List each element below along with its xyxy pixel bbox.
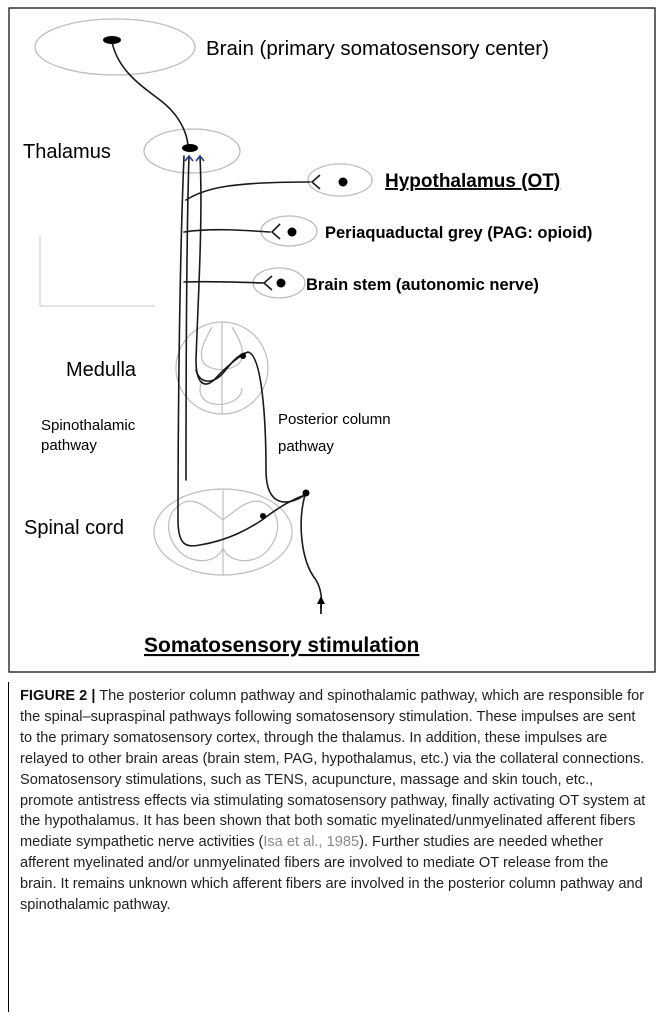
- spinal-cord-section: [154, 489, 292, 575]
- caption-text-main: The posterior column pathway and spinoth…: [20, 688, 645, 850]
- spinal-cord-label: Spinal cord: [24, 517, 124, 539]
- posterior-label-line2: pathway: [278, 438, 334, 455]
- figure-frame: [9, 8, 655, 672]
- spinothalamic-label-line2: pathway: [41, 437, 97, 454]
- figure-caption: FIGURE 2 | The posterior column pathway …: [20, 686, 648, 916]
- thalamus-label: Thalamus: [23, 141, 111, 163]
- stimulation-arrow: [317, 596, 325, 614]
- pathway-diagram: Brain (primary somatosensory center) Tha…: [0, 0, 657, 680]
- posterior-label-line1: Posterior column: [278, 411, 391, 428]
- spinothalamic-label-line1: Spinothalamic: [41, 417, 136, 434]
- brain-label: Brain (primary somatosensory center): [206, 37, 549, 60]
- synapse-endings: [185, 156, 320, 290]
- brain-ellipse: [35, 19, 195, 75]
- medulla-section: [176, 322, 268, 414]
- figure-label: FIGURE 2 |: [20, 688, 95, 704]
- medulla-label: Medulla: [66, 359, 137, 381]
- pag-label: Periaquaductal grey (PAG: opioid): [325, 224, 592, 242]
- citation-link[interactable]: Isa et al., 1985: [263, 834, 359, 850]
- stimulation-label: Somatosensory stimulation: [144, 634, 419, 657]
- caption-rule: [8, 682, 9, 1012]
- blank-inset: [40, 236, 155, 306]
- brain-stem-label: Brain stem (autonomic nerve): [306, 276, 539, 294]
- hypothalamus-label: Hypothalamus (OT): [385, 171, 560, 192]
